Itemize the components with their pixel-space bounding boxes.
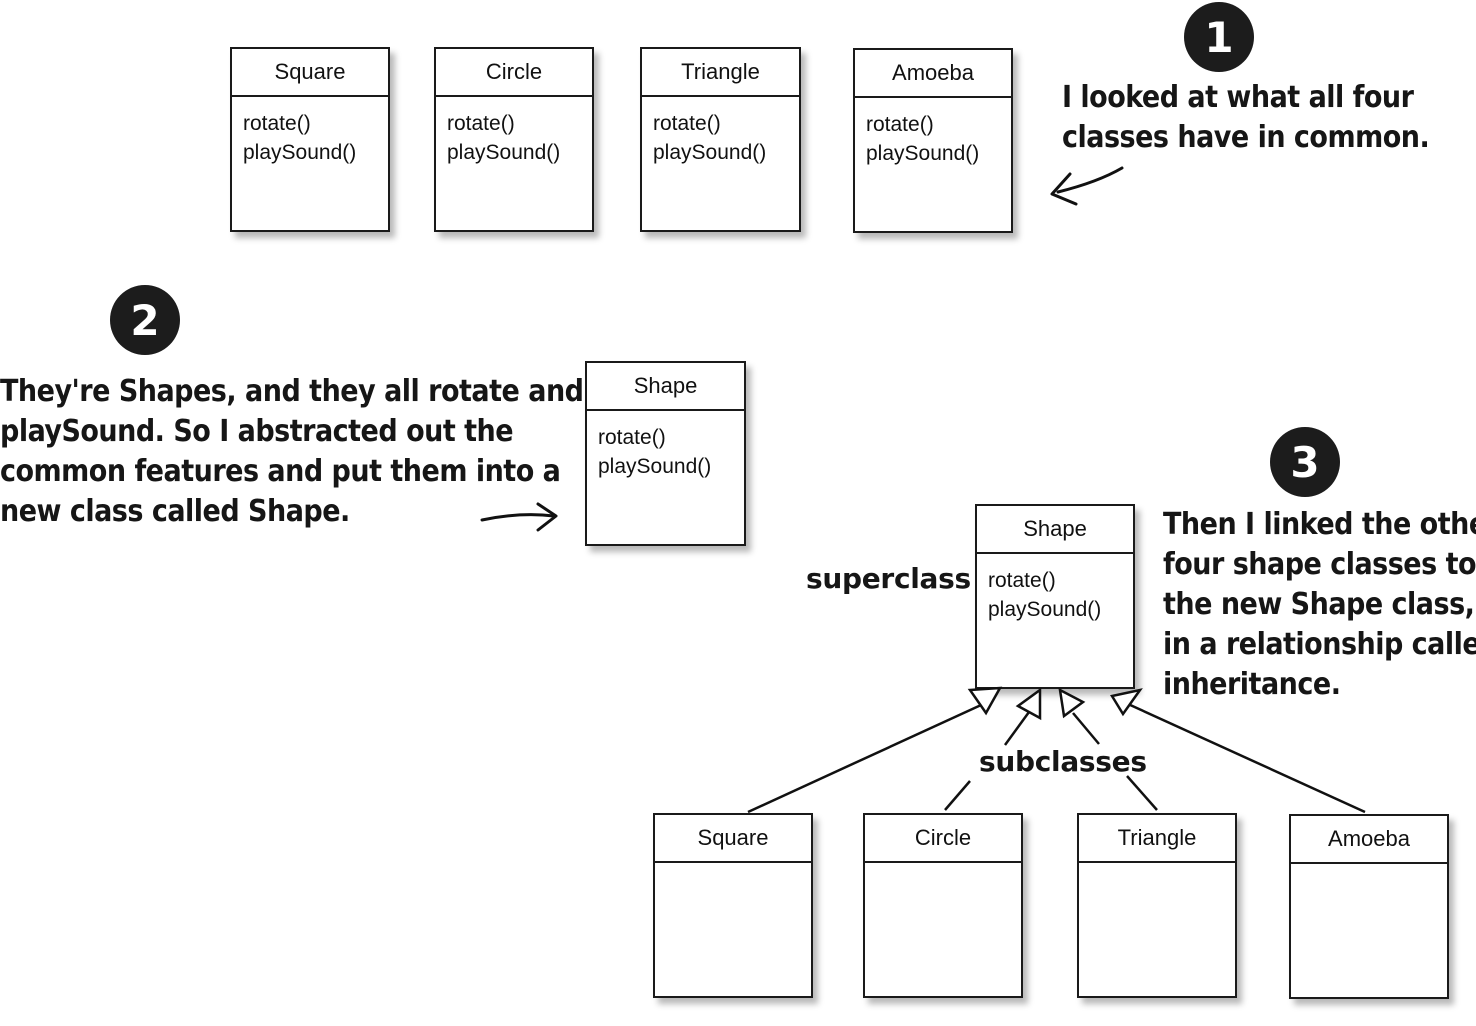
class-name: Square: [655, 815, 811, 863]
superclass-label: superclass: [806, 562, 971, 595]
note-line: in a relationship called: [1163, 627, 1476, 662]
class-name: Amoeba: [1291, 816, 1447, 864]
inheritance-arrowhead-amoeba: [1110, 688, 1143, 717]
class-methods: rotate() playSound(): [587, 411, 744, 481]
inheritance-arrowhead-triangle: [1058, 687, 1086, 719]
method: rotate(): [447, 112, 515, 135]
class-box-amoeba: Amoeba rotate() playSound(): [853, 48, 1013, 233]
class-name: Triangle: [1079, 815, 1235, 863]
class-name: Circle: [865, 815, 1021, 863]
class-name: Shape: [977, 506, 1133, 554]
note-line: new class called Shape.: [0, 494, 350, 529]
method: playSound(): [653, 141, 767, 164]
note-line: common features and put them into a: [0, 454, 561, 489]
class-methods: rotate() playSound(): [642, 97, 799, 167]
step-badge-1: 1: [1184, 2, 1254, 72]
class-methods: rotate() playSound(): [855, 98, 1011, 168]
step1-note: I looked at what all four classes have i…: [1062, 78, 1430, 158]
method: playSound(): [598, 455, 712, 478]
method: playSound(): [243, 141, 357, 164]
method: playSound(): [866, 142, 980, 165]
method: playSound(): [447, 141, 561, 164]
method: rotate(): [243, 112, 311, 135]
inheritance-line-triangle-upper: [1072, 712, 1100, 745]
inheritance-arrowhead-square: [967, 686, 1003, 716]
class-methods: rotate() playSound(): [977, 554, 1133, 624]
note-line: They're Shapes, and they all rotate and: [0, 374, 584, 409]
class-name: Triangle: [642, 49, 799, 97]
class-name: Square: [232, 49, 388, 97]
method: rotate(): [653, 112, 721, 135]
method: playSound(): [988, 598, 1102, 621]
class-box-triangle: Triangle rotate() playSound(): [640, 47, 801, 232]
method: rotate(): [866, 113, 934, 136]
inheritance-line-triangle: [1126, 775, 1158, 811]
subclass-box-circle: Circle: [863, 813, 1023, 998]
subclass-box-amoeba: Amoeba: [1289, 814, 1449, 999]
note-line: four shape classes to: [1163, 547, 1476, 582]
note-line: inheritance.: [1163, 667, 1341, 702]
note-line: playSound. So I abstracted out the: [0, 414, 514, 449]
step1-pointer-arrowhead: [1050, 172, 1078, 206]
note-line: classes have in common.: [1062, 120, 1430, 155]
step1-pointer-arrow: [1056, 166, 1124, 194]
inheritance-line-amoeba: [1127, 702, 1366, 814]
class-name: Amoeba: [855, 50, 1011, 98]
subclass-box-triangle: Triangle: [1077, 813, 1237, 998]
note-line: Then I linked the other: [1163, 507, 1476, 542]
class-box-circle: Circle rotate() playSound(): [434, 47, 594, 232]
inheritance-line-circle-upper: [1003, 711, 1031, 746]
class-name: Circle: [436, 49, 592, 97]
step-badge-3: 3: [1270, 427, 1340, 497]
step2-note: They're Shapes, and they all rotate and …: [0, 372, 584, 532]
step3-note: Then I linked the other four shape class…: [1163, 505, 1476, 705]
inheritance-line-circle: [944, 780, 971, 811]
class-box-square: Square rotate() playSound(): [230, 47, 390, 232]
class-box-shape: Shape rotate() playSound(): [585, 361, 746, 546]
inheritance-arrowhead-circle: [1015, 687, 1042, 721]
subclass-box-square: Square: [653, 813, 813, 998]
subclasses-label: subclasses: [979, 745, 1147, 778]
inheritance-line-square: [747, 698, 993, 814]
class-methods: rotate() playSound(): [436, 97, 592, 167]
method: rotate(): [988, 569, 1056, 592]
note-line: the new Shape class,: [1163, 587, 1475, 622]
class-name: Shape: [587, 363, 744, 411]
method: rotate(): [598, 426, 666, 449]
class-methods: rotate() playSound(): [232, 97, 388, 167]
superclass-box-shape: Shape rotate() playSound(): [975, 504, 1135, 689]
step-badge-2: 2: [110, 285, 180, 355]
note-line: I looked at what all four: [1062, 80, 1414, 115]
